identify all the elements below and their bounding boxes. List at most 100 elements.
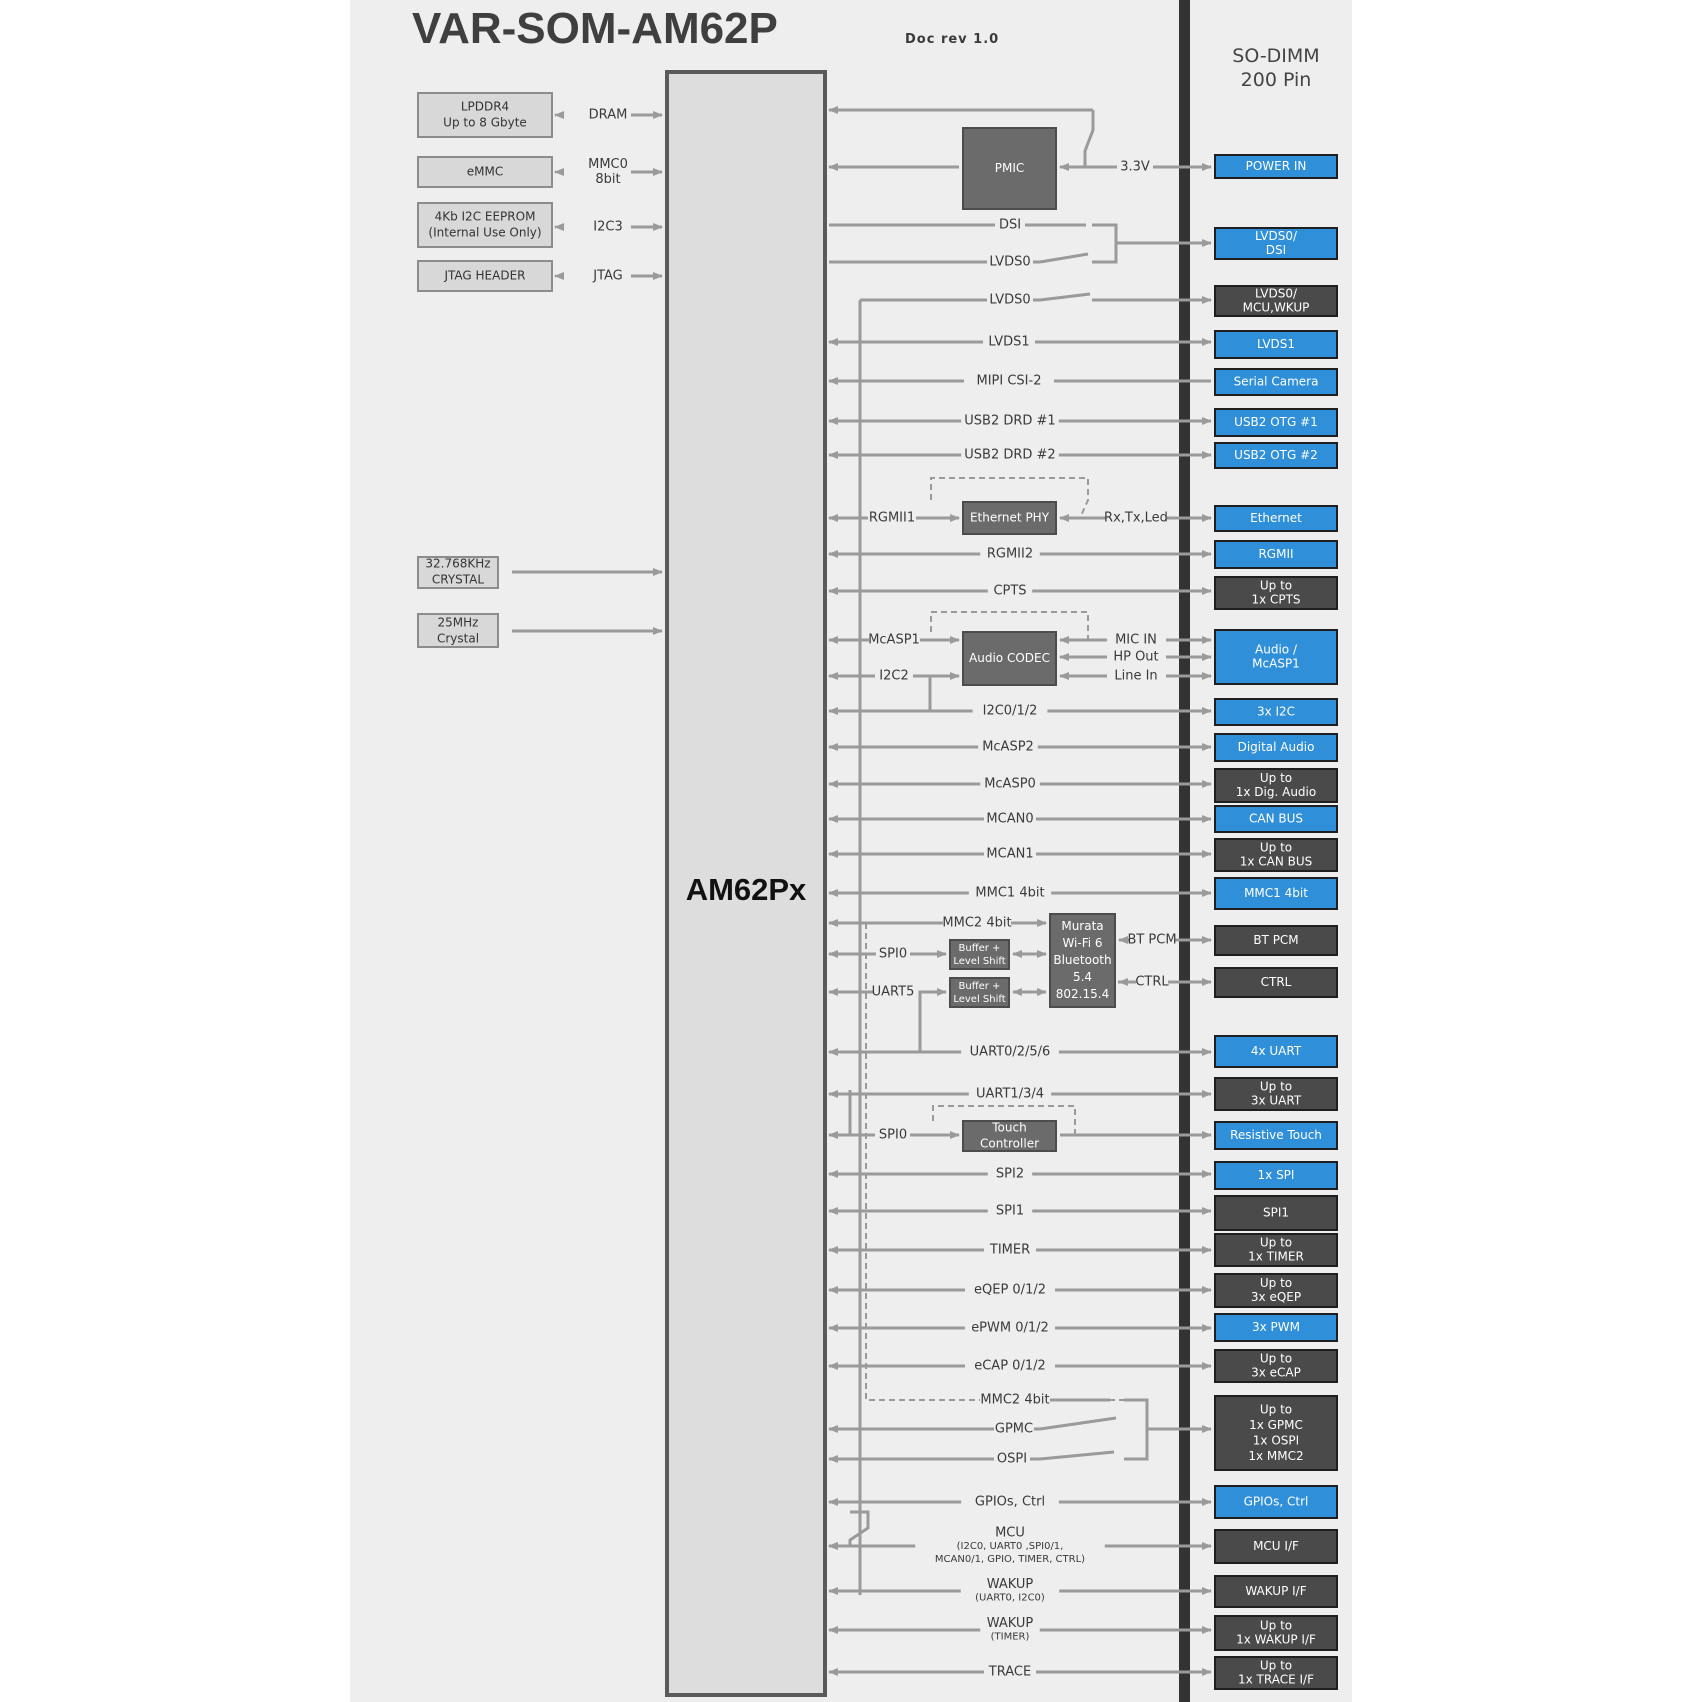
connector-pin-label-14-line2: 1x Dig. Audio xyxy=(1236,785,1316,799)
label-background xyxy=(877,945,909,963)
connector-pin-label-31: MCU I/F xyxy=(1253,1539,1299,1553)
background-panel xyxy=(350,0,1352,1702)
internal-block-audio-codec xyxy=(962,631,1057,686)
connector-title-line2: 200 Pin xyxy=(1241,69,1312,91)
label-background xyxy=(980,774,1040,794)
signal-label-36: eCAP 0/1/2 xyxy=(974,1359,1046,1374)
label-background xyxy=(965,1280,1055,1300)
label-background xyxy=(983,332,1035,352)
label-background xyxy=(968,883,1052,903)
connector-pin-1 xyxy=(1214,154,1338,179)
connector-pin-15 xyxy=(1214,805,1338,833)
label-background xyxy=(965,1318,1055,1338)
signal-label-30: SPI0 xyxy=(879,1128,907,1143)
connector-pin-20 xyxy=(1214,1035,1338,1068)
connector-pin-label-1: POWER IN xyxy=(1246,159,1307,173)
connector-pin-label-12: 3x I2C xyxy=(1257,705,1295,719)
connector-pin-label-4: LVDS1 xyxy=(1257,337,1295,351)
connector-pin-18 xyxy=(1214,925,1338,956)
connector-pin-label-29-line4: 1x MMC2 xyxy=(1248,1449,1303,1463)
connector-pin-label-3-line1: LVDS0/ xyxy=(1255,287,1298,301)
internal-block-label-murata-line2: Wi-Fi 6 xyxy=(1062,936,1102,950)
label-background xyxy=(1117,158,1153,176)
left-bus-label-2-line1: MMC0 xyxy=(588,157,628,172)
left-bus-label-1: DRAM xyxy=(589,108,628,123)
signal-label-33: TIMER xyxy=(989,1243,1030,1258)
connector-pin-16 xyxy=(1214,838,1338,872)
internal-block-label-murata-line4: 5.4 xyxy=(1073,970,1092,984)
left-device-box-2 xyxy=(417,156,553,188)
connector-pin-label-17: MMC1 4bit xyxy=(1244,886,1308,900)
internal-block-touch xyxy=(962,1120,1057,1152)
signal-label-14: MIC IN xyxy=(1115,633,1157,648)
soc-block xyxy=(665,70,827,1697)
connector-pin-17 xyxy=(1214,877,1338,910)
connector-pin-label-21-line2: 3x UART xyxy=(1251,1094,1302,1108)
signal-label-42-line2: (UART0, I2C0) xyxy=(975,1593,1045,1604)
connector-pin-label-28-line2: 3x eCAP xyxy=(1251,1366,1301,1380)
ospi-switch xyxy=(1039,1450,1115,1461)
signal-label-40: GPIOs, Ctrl xyxy=(975,1495,1045,1510)
connector-pin-23 xyxy=(1214,1161,1338,1190)
signal-label-5: MIPI CSI-2 xyxy=(977,374,1042,389)
label-background xyxy=(978,737,1038,757)
connector-pin-11 xyxy=(1214,629,1338,685)
internal-block-label-touch-line1: Touch xyxy=(991,1121,1026,1135)
signal-label-34: eQEP 0/1/2 xyxy=(974,1283,1046,1298)
left-device-label-3-line2: (Internal Use Only) xyxy=(428,226,541,240)
label-background xyxy=(980,1391,1050,1409)
signal-label-1: DSI xyxy=(999,218,1021,233)
connector-pin-label-2-line1: LVDS0/ xyxy=(1255,229,1298,243)
label-background xyxy=(1136,973,1168,991)
label-background xyxy=(995,216,1025,234)
connector-pin-26 xyxy=(1214,1273,1338,1308)
so-dimm-bar xyxy=(1179,0,1190,1702)
label-background xyxy=(585,219,631,235)
connector-pin-5 xyxy=(1214,368,1338,396)
label-background xyxy=(987,291,1033,309)
signal-label-20: MCAN0 xyxy=(986,812,1033,827)
signal-label-10: RGMII2 xyxy=(987,547,1033,562)
connector-pin-label-10-line1: Up to xyxy=(1260,579,1292,593)
signal-label-41-line1: MCU xyxy=(995,1526,1025,1541)
signal-label-15: HP Out xyxy=(1113,650,1158,665)
signal-label-31: SPI2 xyxy=(996,1167,1024,1182)
signal-label-6: USB2 DRD #1 xyxy=(964,414,1055,429)
signal-label-29: UART1/3/4 xyxy=(976,1087,1044,1102)
internal-block-label-eth-phy: Ethernet PHY xyxy=(970,511,1050,525)
signal-label-12: McASP1 xyxy=(868,633,920,648)
connector-pin-34 xyxy=(1214,1656,1338,1690)
signal-label-0: 3.3V xyxy=(1120,160,1150,175)
connector-pin-label-5: Serial Camera xyxy=(1234,375,1319,389)
label-background xyxy=(1129,931,1175,949)
signal-label-41-line2: (I2C0, UART0 ,SPI0/1, xyxy=(957,1541,1064,1552)
signal-label-17: I2C0/1/2 xyxy=(983,704,1038,719)
left-device-label-4: JTAG HEADER xyxy=(443,269,525,283)
label-background xyxy=(987,581,1033,601)
label-background xyxy=(869,631,919,649)
left-bus-label-3: I2C3 xyxy=(593,220,622,235)
signal-label-22: MMC1 4bit xyxy=(975,886,1044,901)
internal-block-label-pmic: PMIC xyxy=(995,161,1025,175)
internal-block-label-murata-line1: Murata xyxy=(1061,919,1103,933)
label-background xyxy=(585,157,631,187)
internal-block-label-audio-codec: Audio CODEC xyxy=(969,651,1050,665)
label-background xyxy=(972,701,1048,721)
connector-pin-25 xyxy=(1214,1233,1338,1267)
connector-pin-label-10-line2: 1x CPTS xyxy=(1251,593,1300,607)
pmic-bypass xyxy=(1083,110,1095,167)
connector-pin-label-29-line2: 1x GPMC xyxy=(1249,1418,1303,1432)
connector-pin-27 xyxy=(1214,1313,1338,1342)
connector-pin-label-21-line1: Up to xyxy=(1260,1080,1292,1094)
label-background xyxy=(585,107,631,123)
connector-pin-label-26-line1: Up to xyxy=(1260,1276,1292,1290)
label-background xyxy=(980,1615,1040,1645)
connector-pin-label-22: Resistive Touch xyxy=(1230,1128,1322,1142)
label-background xyxy=(878,667,910,685)
connector-pin-label-11-line1: Audio / xyxy=(1255,643,1298,657)
signal-label-39: OSPI xyxy=(997,1452,1027,1467)
label-background xyxy=(961,1492,1059,1512)
connector-pin-21 xyxy=(1214,1077,1338,1111)
connector-pin-28 xyxy=(1214,1349,1338,1383)
